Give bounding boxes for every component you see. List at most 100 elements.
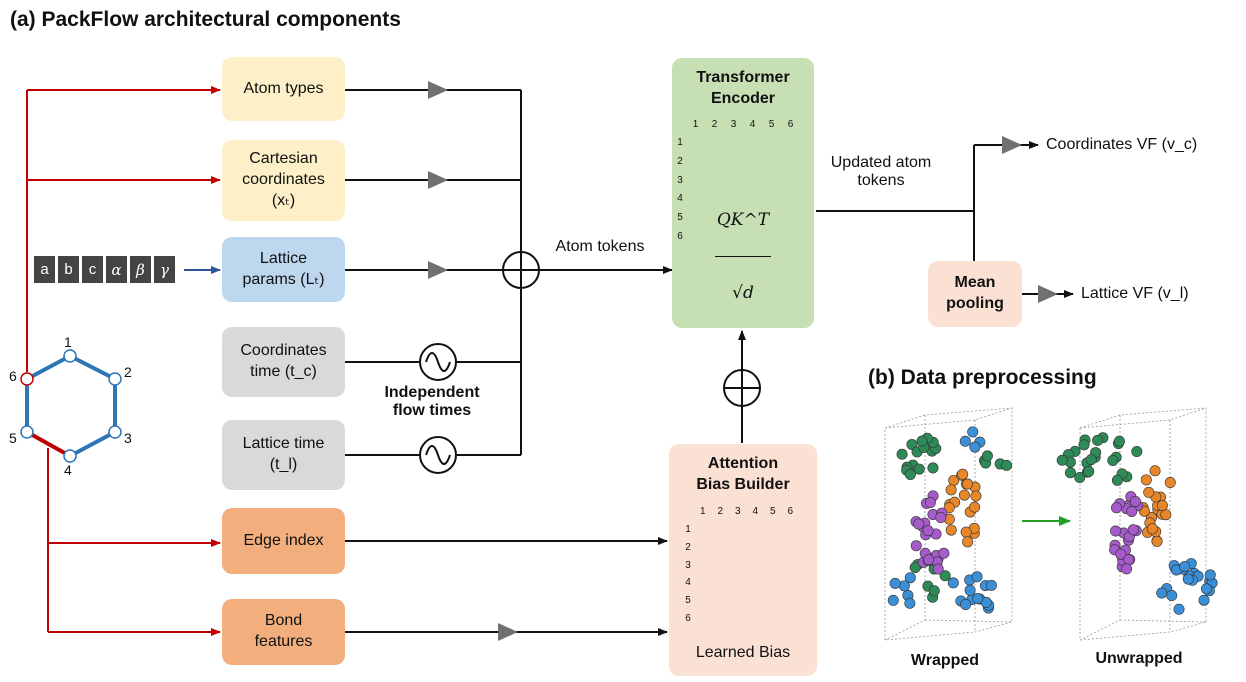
atom-sphere [967, 426, 979, 438]
atom-sphere [1123, 554, 1135, 566]
transformer-index-row-2: 2 [677, 156, 683, 168]
molecule-atoms [887, 426, 1218, 615]
atom-sphere [928, 585, 940, 597]
atom-sphere [1107, 454, 1119, 466]
bias-index-row-2: 2 [685, 541, 691, 553]
node-label-6: 6 [9, 368, 17, 384]
sum-node-atoms [502, 251, 540, 289]
atom-sphere [935, 511, 947, 523]
atom-sphere [938, 547, 950, 559]
lattice-time-box: Lattice time (t_l) [222, 420, 345, 490]
bias-index-row-4: 4 [685, 577, 691, 589]
atom-tokens-label: Atom tokens [555, 238, 645, 255]
grey-arrowheads [428, 81, 1058, 641]
atom-sphere [909, 562, 921, 574]
lattice-params-box: Lattice params (Lₜ) [222, 237, 345, 302]
atom-sphere [923, 554, 935, 566]
bias-index-col-3: 3 [734, 506, 741, 517]
atom-sphere [927, 462, 939, 474]
atom-sphere [913, 463, 925, 475]
atom-sphere [960, 599, 972, 611]
sum-node-bias [723, 369, 761, 407]
atom-sphere [904, 597, 916, 609]
atom-sphere [969, 501, 981, 513]
transformer-index-row-6: 6 [677, 230, 683, 242]
atom-sphere [1074, 472, 1086, 484]
bond-features-box: Bond features [222, 599, 345, 665]
atom-sphere [1143, 486, 1155, 498]
unwrapped-label: Unwrapped [1095, 650, 1183, 667]
coordinates-vf-label: Coordinates VF (v_c) [1046, 136, 1198, 153]
transformer-encoder-box: Transformer Encoder QK^T √d [672, 58, 814, 328]
bias-index-col-5: 5 [769, 506, 776, 517]
transformer-index-col-4: 4 [749, 119, 756, 130]
atom-sphere [985, 579, 997, 591]
bias-index-col-2: 2 [717, 506, 724, 517]
bias-index-col-6: 6 [787, 506, 794, 517]
coordinates-time-box: Coordinates time (t_c) [222, 327, 345, 397]
lattice-vector-c: c [82, 256, 103, 283]
mean-pooling-box: Mean pooling [928, 261, 1022, 327]
transformer-index-col-3: 3 [730, 119, 737, 130]
transformer-title: Transformer Encoder [696, 69, 790, 107]
atom-sphere [939, 570, 951, 582]
formula-numerator: QK^T [716, 209, 770, 230]
atom-sphere [947, 577, 959, 589]
lattice-vector-b: b [58, 256, 79, 283]
lattice-vector-a: a [34, 256, 55, 283]
bias-index-row-5: 5 [685, 595, 691, 607]
atom-sphere [1127, 524, 1139, 536]
atom-sphere [913, 518, 925, 530]
atom-sphere [1164, 477, 1176, 489]
panel-b-title: (b) Data preprocessing [868, 366, 1097, 389]
atom-sphere [1149, 465, 1161, 477]
atom-sphere [1110, 525, 1122, 537]
atom-sphere [1198, 594, 1210, 606]
updated-atom-tokens-label: Updated atom tokens [830, 154, 932, 189]
learned-bias-label: Learned Bias [695, 644, 791, 662]
transformer-index-row-4: 4 [677, 193, 683, 205]
transformer-index-row-5: 5 [677, 212, 683, 224]
lattice-vector-alpha: α [106, 256, 127, 283]
atom-sphere [1126, 506, 1138, 518]
atom-sphere [889, 577, 901, 589]
atom-sphere [1113, 435, 1125, 447]
atom-sphere [904, 468, 916, 480]
edge-index-box: Edge index [222, 508, 345, 574]
attention-bias-builder-box: Attention Bias Builder Learned Bias [669, 444, 817, 676]
atom-sphere [1131, 446, 1143, 458]
atom-sphere [957, 468, 969, 480]
formula-bar [715, 255, 771, 257]
atom-sphere [896, 448, 908, 460]
cartesian-coordinates-box: Cartesian coordinates (xₜ) [222, 140, 345, 221]
atom-sphere [1151, 535, 1163, 547]
atom-sphere [970, 490, 982, 502]
atom-sphere [1182, 573, 1194, 585]
atom-types-box: Atom types [222, 57, 345, 121]
atom-sphere [981, 450, 993, 462]
attention-bias-title: Attention Bias Builder [696, 455, 790, 493]
atom-sphere [887, 594, 899, 606]
atom-sphere [959, 435, 971, 447]
lattice-vector: a b c α β γ [34, 256, 175, 283]
atom-sphere [1156, 587, 1168, 599]
atom-sphere [1064, 467, 1076, 479]
node-label-2: 2 [124, 364, 132, 380]
atom-sphere [962, 478, 974, 490]
atom-sphere [1204, 569, 1216, 581]
atom-sphere [932, 563, 944, 575]
atom-sphere [1078, 439, 1090, 451]
atom-sphere [1156, 499, 1168, 511]
attention-formula: QK^T √d [715, 186, 771, 326]
atom-sphere [964, 584, 976, 596]
atom-sphere [945, 484, 957, 496]
atom-sphere [1121, 563, 1133, 575]
atom-sphere [1146, 523, 1158, 535]
panel-a-title: (a) PackFlow architectural components [10, 8, 401, 31]
time-embedding-icon-lattice [419, 436, 457, 474]
atom-sphere [1173, 603, 1185, 615]
atom-sphere [945, 524, 957, 536]
atom-sphere [1092, 434, 1104, 446]
